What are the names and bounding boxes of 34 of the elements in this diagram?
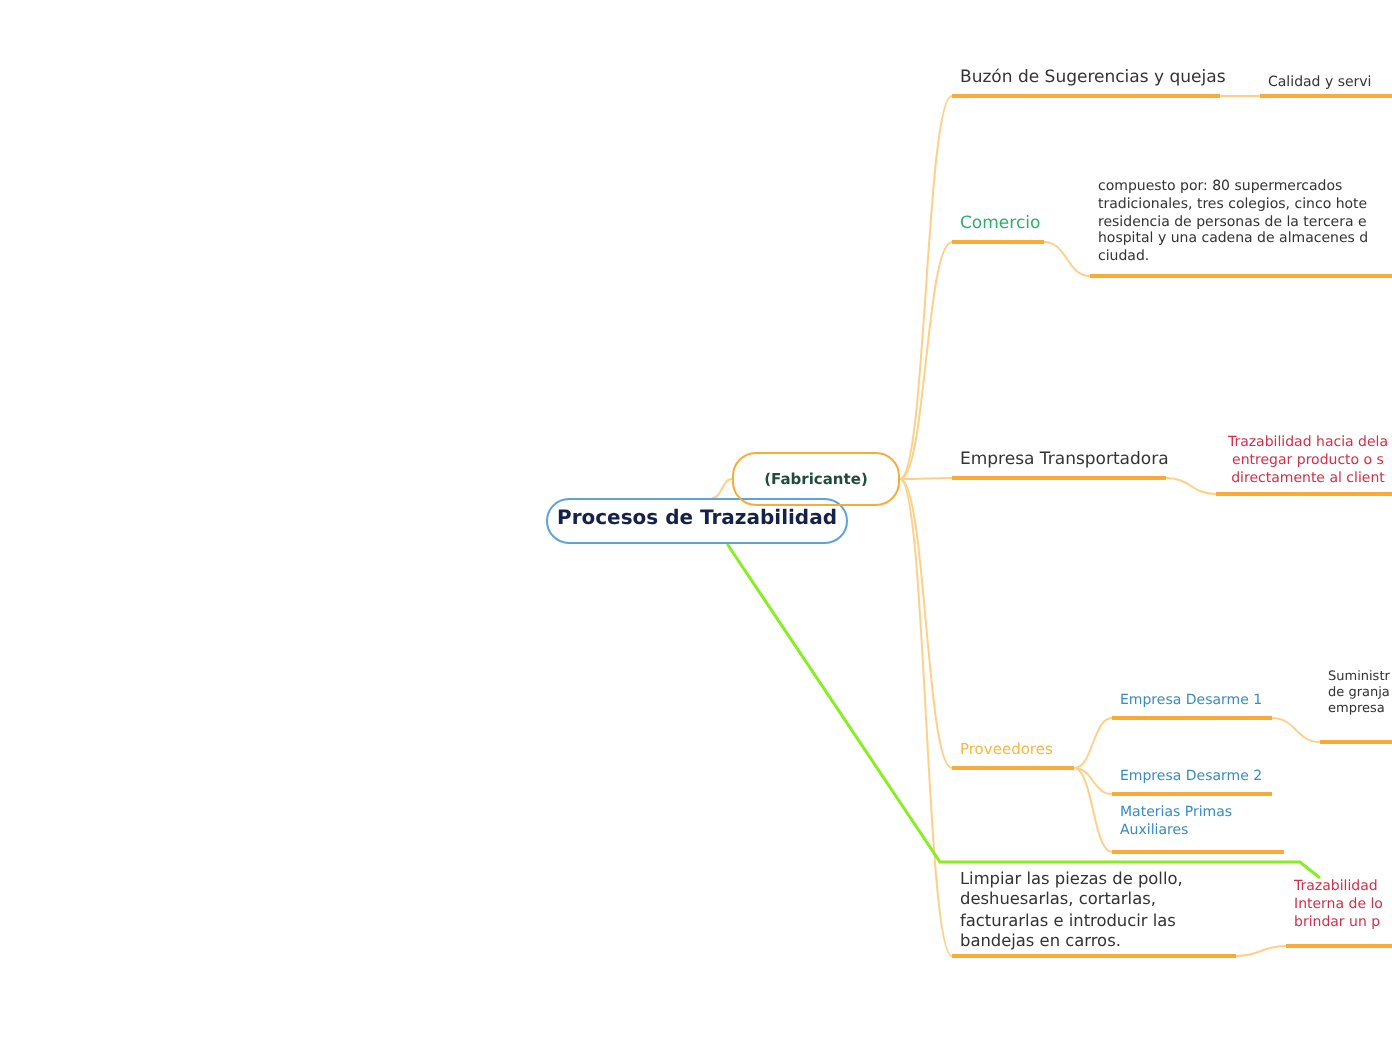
subtopic-underline [1090,178,1392,278]
subtopic-underline [1260,74,1392,98]
branch-line [1073,767,1113,853]
branch-line [711,478,733,499]
subtopic-underline [1112,804,1284,854]
branch-line [899,478,953,769]
branch-line [1043,241,1091,277]
subtopic-underline [1112,768,1272,796]
topic-text: Comercio [960,214,1043,236]
topic-text: Empresa Transportadora [960,450,1166,472]
topic-text: Procesos de Trazabilidad [555,508,839,533]
subtopic-underline [952,740,1074,770]
branch-line [1235,945,1287,957]
branch-line [1073,717,1113,769]
branch-line [1165,477,1217,495]
subtopic-underline [952,868,1236,958]
subtopic-underline [1112,692,1272,720]
subtopic-underline [952,214,1044,244]
topic-text: Limpiar las piezas de pollo, deshuesarlas, cortarlas, facturarlas e introducir las bandejas en carros. [960,868,1185,950]
branch-line [1073,767,1113,795]
subtopic-underline [1286,878,1392,948]
central-topic-box [546,498,848,544]
branch-line [899,478,953,957]
branch-line [899,477,953,480]
topic-text: Buzón de Sugerencias y quejas [960,68,1220,90]
branch-line [1271,717,1321,743]
branch-line [899,95,953,480]
subtopic-underline [952,450,1166,480]
subtopic-underline [1320,668,1392,744]
branch-line [899,241,953,480]
branch-line [725,543,1321,880]
subtopic-underline [1216,434,1392,496]
topic-box [732,452,900,506]
branch-line [1219,95,1261,97]
